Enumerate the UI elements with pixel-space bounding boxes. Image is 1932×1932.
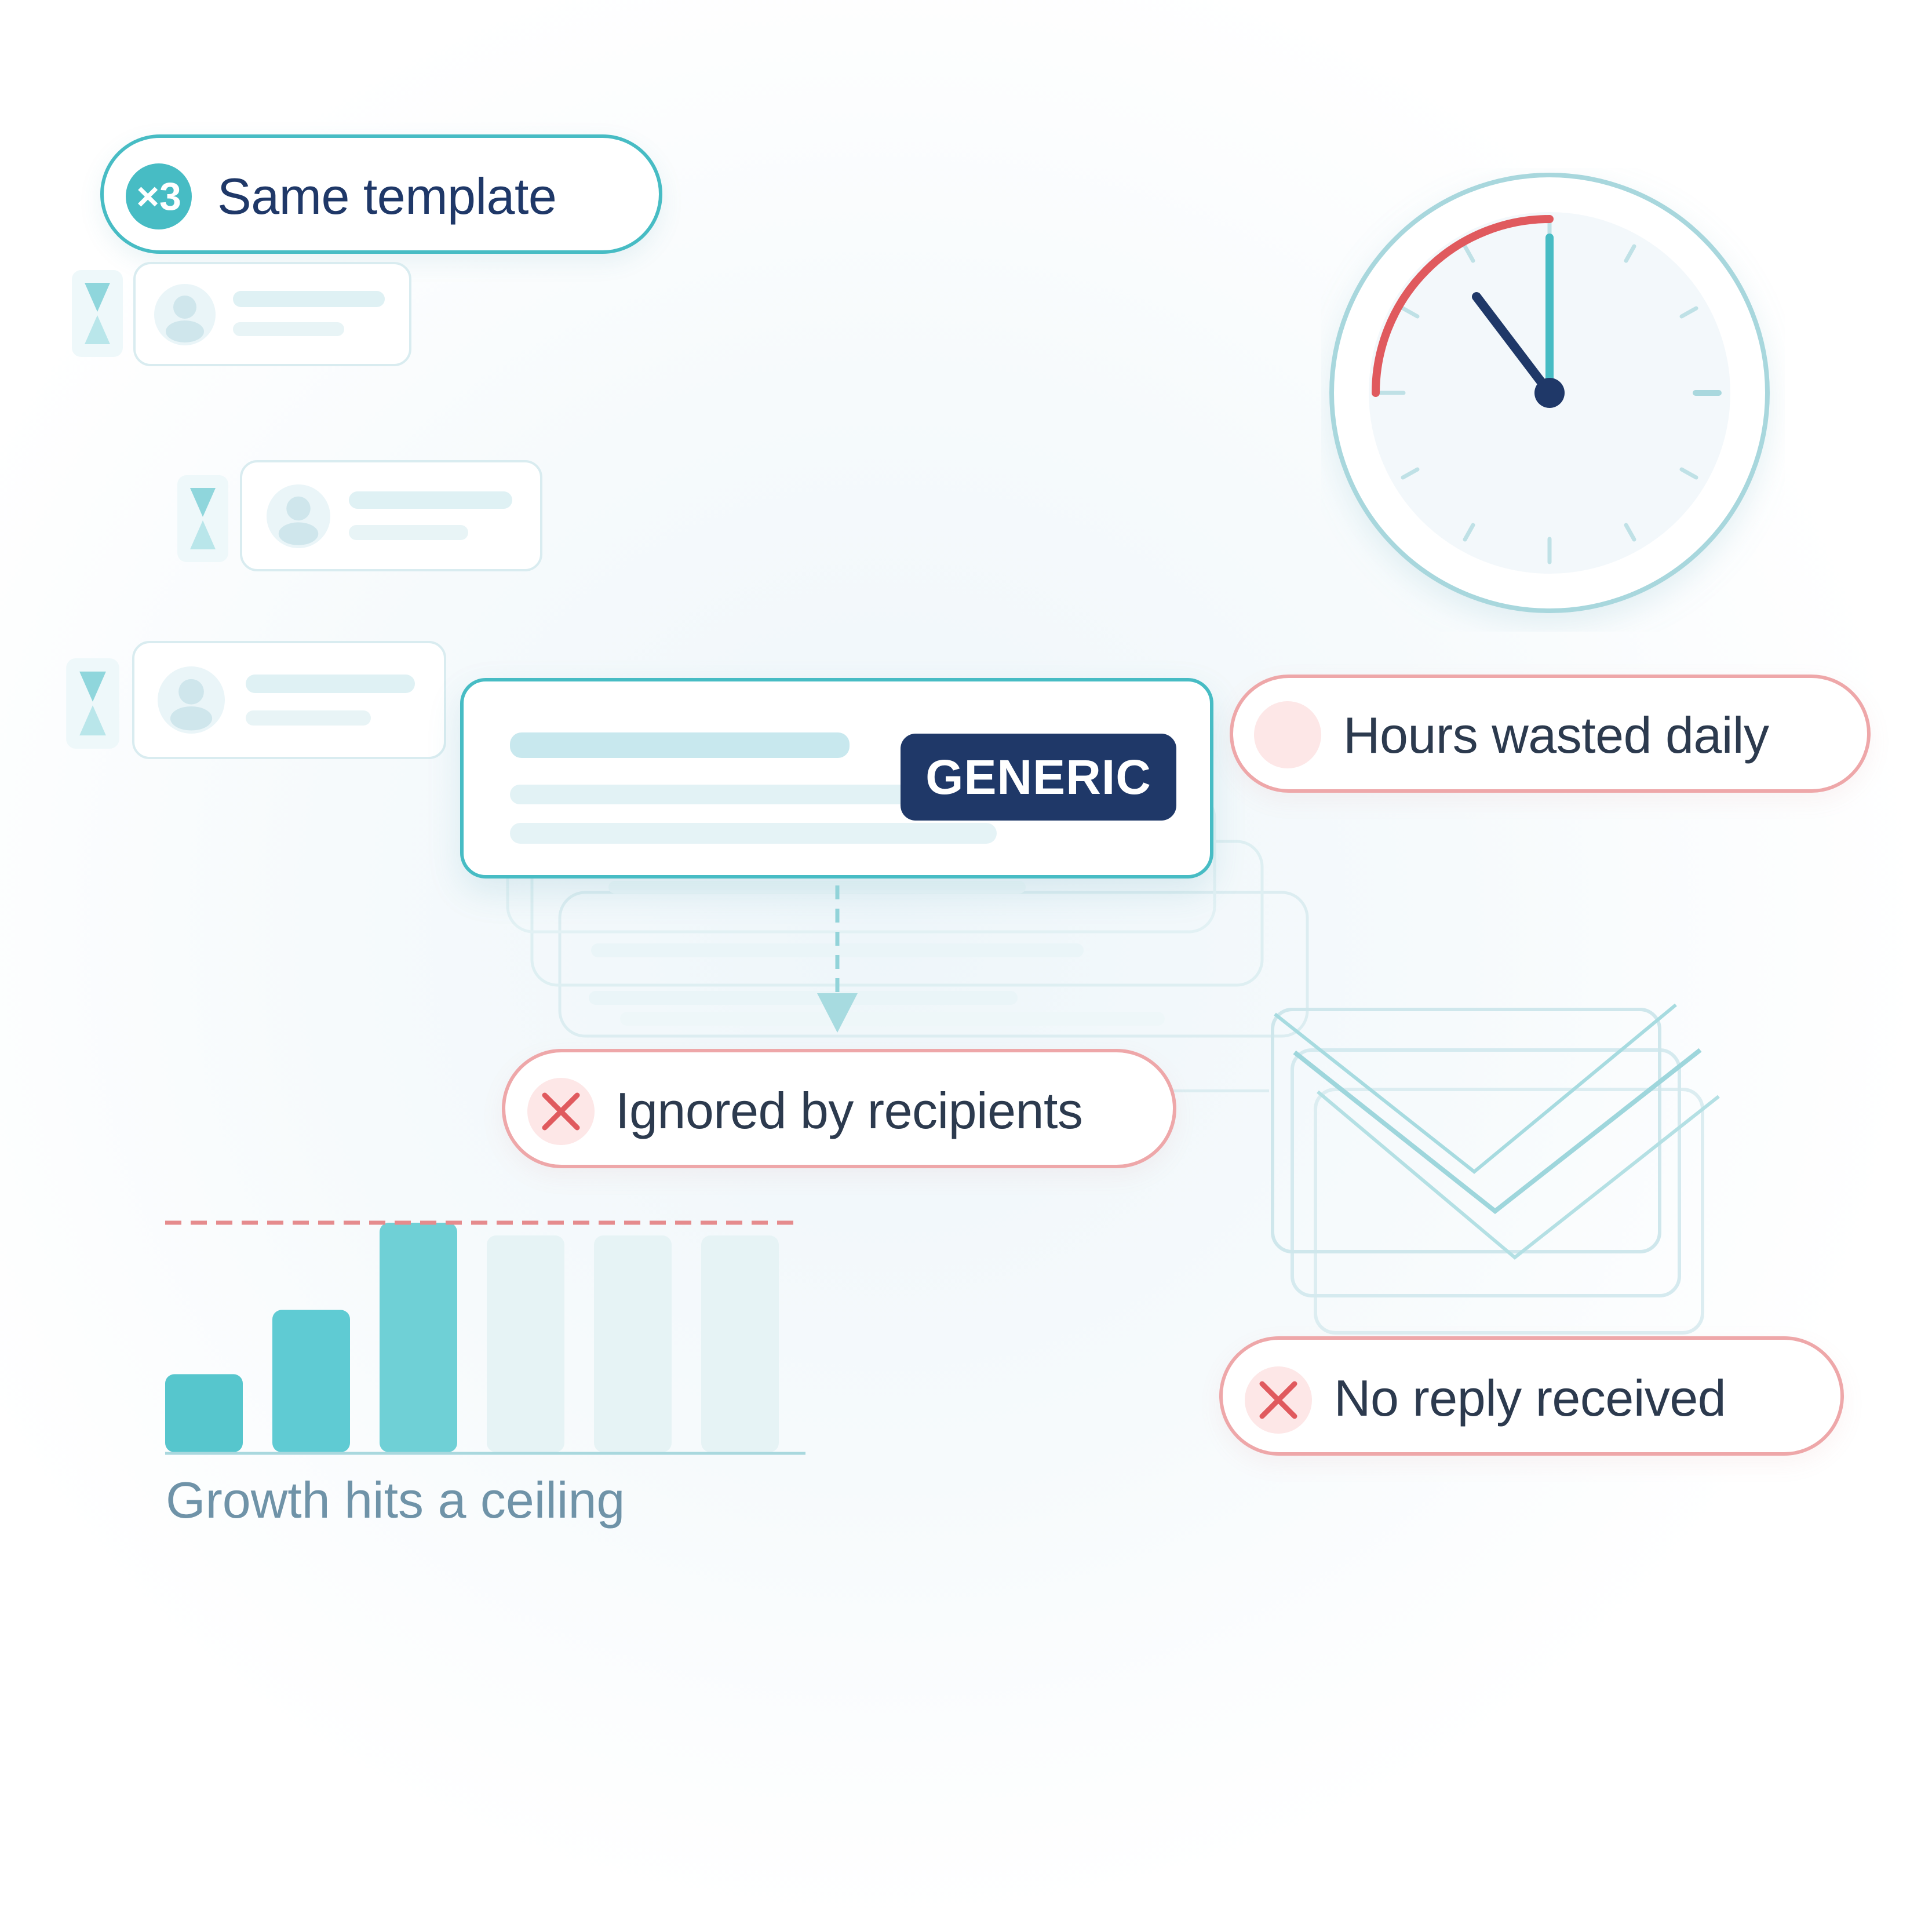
contact-detail-placeholder: [233, 322, 344, 336]
envelope-icon: [1271, 1003, 1720, 1335]
template-line: [510, 823, 997, 844]
growth-bar: [165, 1374, 243, 1452]
ignored-pill: Ignored by recipients: [502, 1049, 1176, 1168]
status-dot: [1254, 701, 1321, 768]
arrow-down-icon: [817, 885, 858, 1033]
clock-icon: [1329, 173, 1770, 613]
growth-bar-chart: [165, 1220, 805, 1455]
hourglass-icon: [72, 270, 123, 357]
growth-bar-faded: [487, 1235, 564, 1452]
generic-template-card: GENERIC: [460, 678, 1213, 878]
template-count-badge: ×3: [126, 163, 192, 229]
contact-name-placeholder: [233, 291, 385, 307]
ignored-label: Ignored by recipients: [615, 1082, 1083, 1139]
contact-detail-placeholder: [246, 710, 371, 726]
no-reply-label: No reply received: [1334, 1369, 1726, 1427]
close-x-glyph: [542, 1092, 580, 1131]
growth-bar: [380, 1223, 457, 1452]
template-line: [510, 732, 850, 758]
growth-caption: Growth hits a ceiling: [166, 1471, 625, 1529]
no-reply-pill: No reply received: [1219, 1336, 1844, 1456]
hours-wasted-label: Hours wasted daily: [1343, 706, 1769, 764]
connector-line: [1171, 1089, 1269, 1092]
template-count-label: ×3: [136, 174, 181, 218]
same-template-pill: ×3 Same template: [100, 134, 662, 254]
close-x-icon: [527, 1078, 595, 1145]
contact-detail-placeholder: [349, 525, 468, 540]
hours-wasted-pill: Hours wasted daily: [1230, 675, 1871, 793]
user-avatar-icon: [267, 484, 330, 548]
generic-badge: GENERIC: [901, 734, 1176, 821]
same-template-label: Same template: [217, 167, 557, 225]
user-avatar-icon: [158, 666, 225, 734]
growth-bar: [272, 1310, 350, 1452]
contact-name-placeholder: [349, 491, 512, 509]
template-line: [510, 785, 916, 804]
growth-bar-faded: [701, 1235, 779, 1452]
close-x-icon: [1245, 1366, 1312, 1434]
hourglass-icon: [177, 475, 228, 562]
growth-bar-faded: [594, 1235, 672, 1452]
contact-name-placeholder: [246, 675, 415, 693]
hourglass-icon: [66, 658, 119, 749]
close-x-glyph: [1259, 1381, 1297, 1419]
user-avatar-icon: [154, 284, 216, 345]
